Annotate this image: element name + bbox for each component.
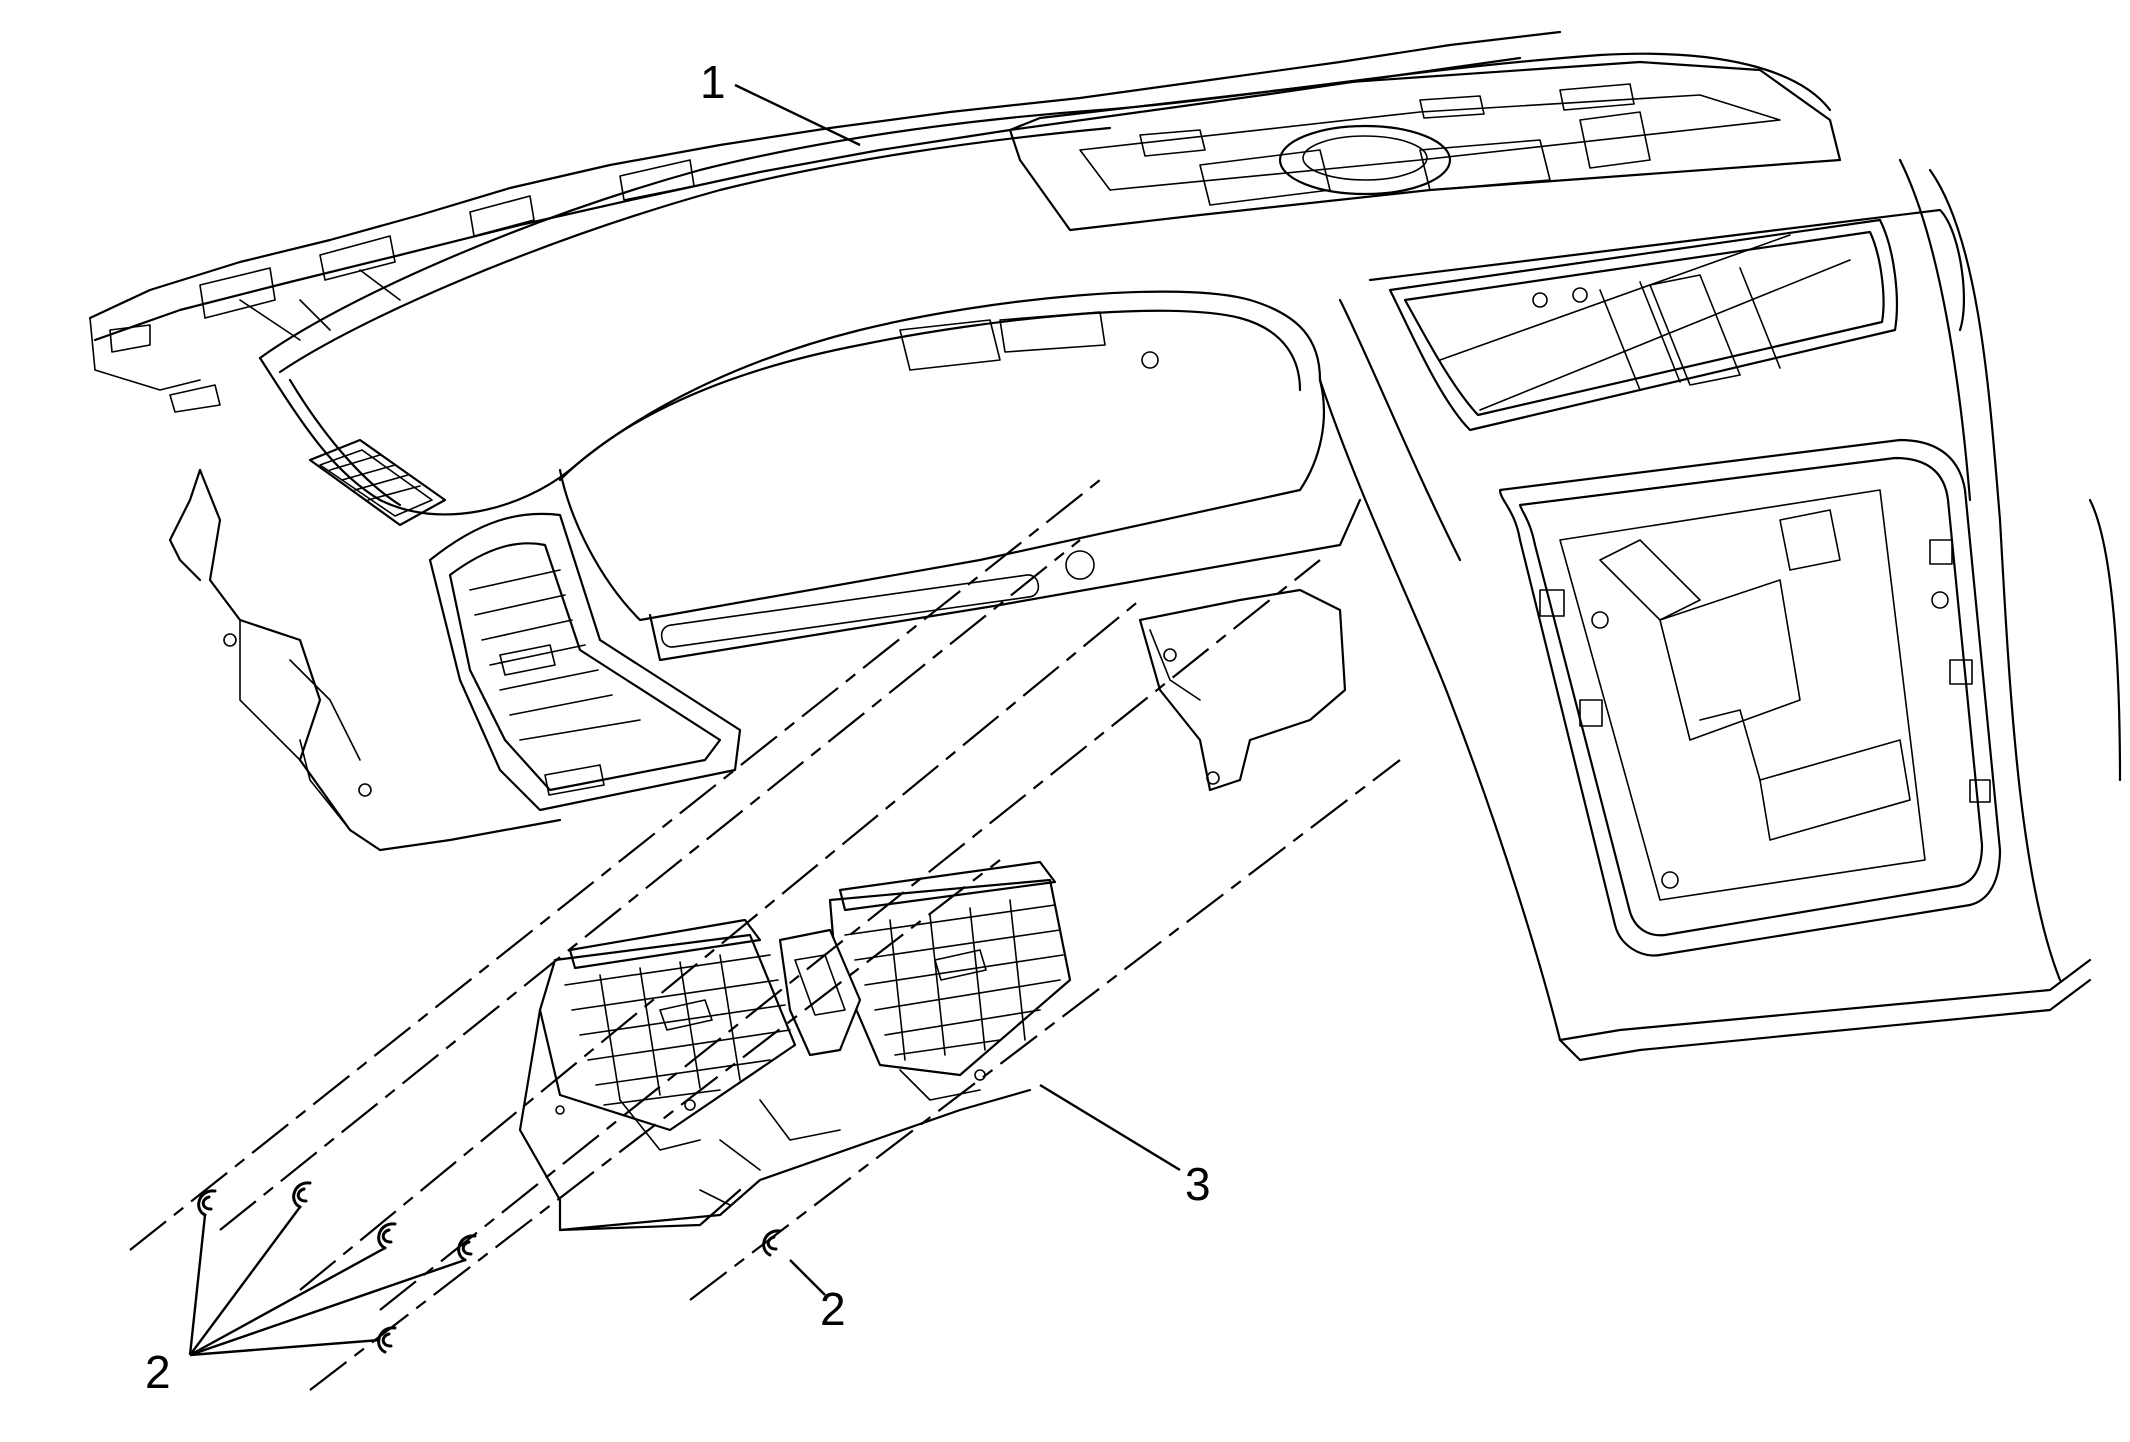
retaining-clips [197, 1181, 782, 1354]
instrument-panel [88, 30, 2122, 1062]
retaining-clip [377, 1326, 397, 1354]
callout-clip-single: 2 [820, 1283, 846, 1335]
retaining-clip [197, 1189, 217, 1217]
leader-2-group [188, 1206, 466, 1357]
retaining-clip [292, 1181, 312, 1209]
center-air-outlet [518, 860, 1072, 1232]
callout-center-vent: 3 [1185, 1158, 1211, 1210]
retaining-clip [762, 1229, 782, 1257]
callout-labels: 1 2 2 3 [145, 56, 1211, 1398]
assembly-lines [129, 479, 1401, 1391]
retaining-clip [457, 1234, 477, 1262]
retaining-clip [377, 1222, 397, 1250]
leader-2-single [789, 1259, 826, 1296]
leader-lines [188, 83, 1181, 1357]
leader-1 [734, 83, 861, 147]
callout-instrument-panel: 1 [700, 56, 726, 108]
callout-clips-group: 2 [145, 1346, 171, 1398]
leader-3 [1039, 1083, 1181, 1172]
